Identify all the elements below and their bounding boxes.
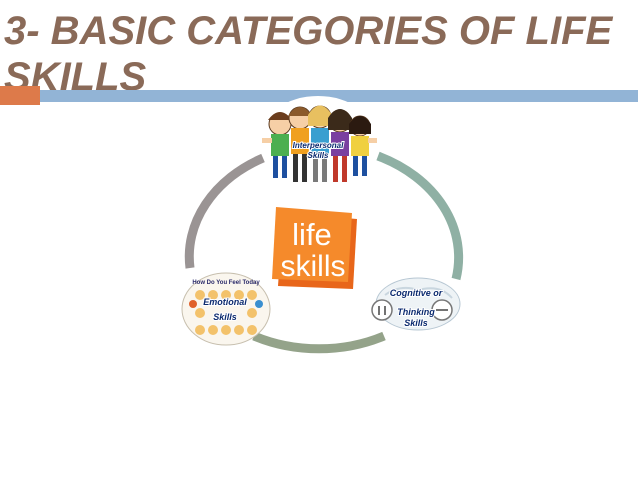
title-accent-bar xyxy=(40,90,638,102)
lightbulb-icon xyxy=(371,299,393,321)
node-left-label-line-1: Emotional xyxy=(203,297,247,307)
kids-group-illustration xyxy=(262,105,377,182)
node-top-label-line-1: Interpersonal xyxy=(293,141,344,150)
logo-front-panel xyxy=(272,207,352,282)
logo-text-life: life xyxy=(292,217,332,252)
life-skills-logo: life skills xyxy=(272,207,357,289)
feelings-chart-caption: How Do You Feel Today xyxy=(192,280,260,286)
node-interpersonal-skills: Interpersonal Skills xyxy=(260,96,377,182)
slide-title-line-1: 3- BASIC CATEGORIES OF LIFE xyxy=(4,9,613,53)
feelings-faces-chart xyxy=(189,290,263,335)
node-top-label-line-2: Skills xyxy=(308,151,329,160)
slide-title: 3- BASIC CATEGORIES OF LIFE SKILLS xyxy=(4,8,638,100)
title-accent-square xyxy=(0,86,40,105)
node-right-label-line-2: Thinking xyxy=(397,307,435,317)
cycle-arc-left xyxy=(184,153,265,269)
cycle-arc-top-right xyxy=(376,151,464,281)
cycle-arc-bottom xyxy=(252,331,386,354)
node-right-label-line-1: Cognitive or xyxy=(390,288,443,298)
logo-text-skills: skills xyxy=(281,250,346,283)
node-left-label-line-2: Skills xyxy=(213,312,237,322)
node-right-label-line-3: Skills xyxy=(404,318,428,328)
node-cognitive-skills: Cognitive or Thinking Skills xyxy=(371,277,461,331)
node-emotional-skills: How Do You Feel Today Emotional Skills xyxy=(181,272,271,346)
